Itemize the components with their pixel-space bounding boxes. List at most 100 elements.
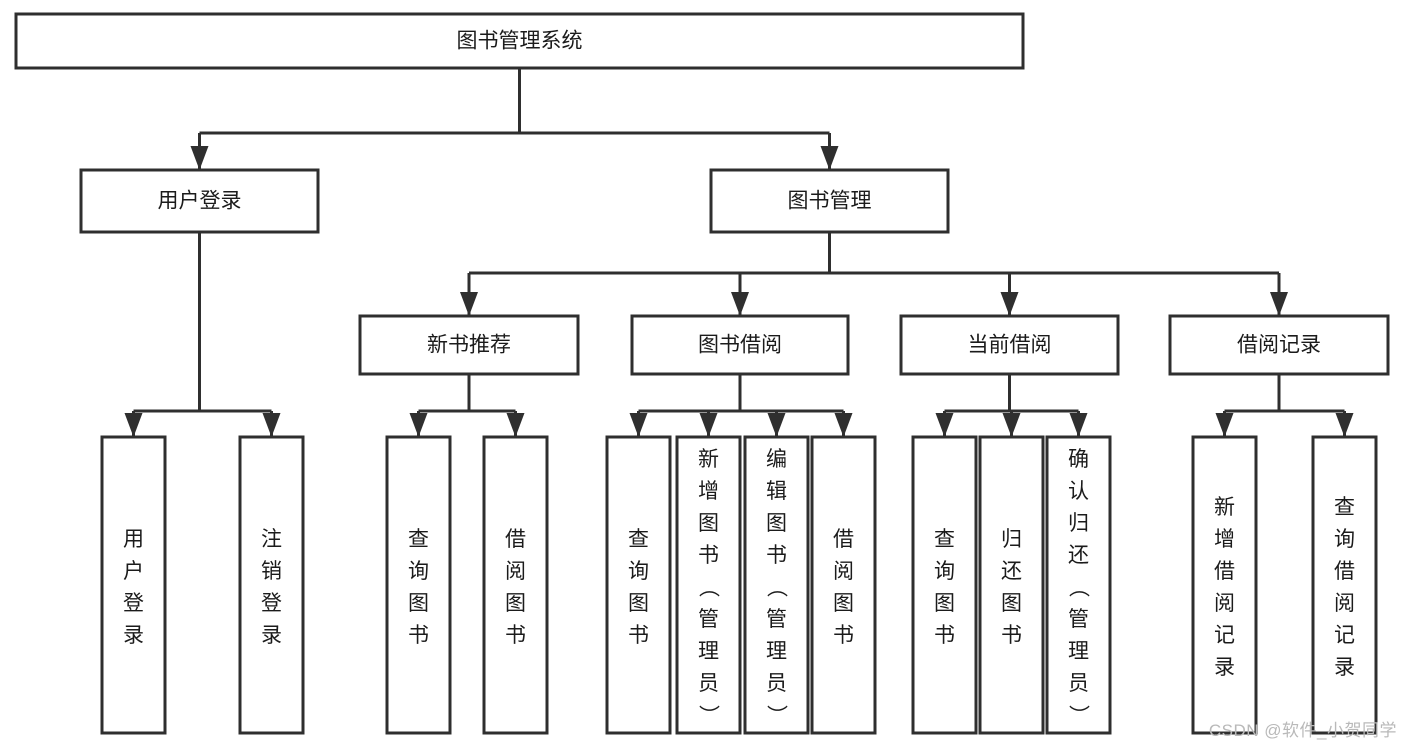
node-label-char: 图 (628, 592, 649, 615)
node-label-char: 询 (1334, 528, 1355, 551)
node-label-char: 书 (698, 544, 719, 567)
arrow-head-icon (124, 413, 143, 437)
node-label-char: 用 (123, 528, 144, 551)
node-box[interactable] (1311, 435, 1378, 735)
arrow-head-icon (767, 413, 786, 437)
node-box[interactable] (743, 435, 810, 735)
node-label-char: 录 (1214, 656, 1235, 679)
node-box[interactable] (810, 435, 877, 735)
node-label-char: 阅 (1334, 592, 1355, 615)
node-label: 当前借阅 (968, 334, 1052, 357)
diagram-node[interactable]: 图书借阅 (630, 314, 850, 376)
node-label-char: ） (765, 705, 788, 726)
node-label-char: 新 (1214, 496, 1235, 519)
node-label-char: 图 (833, 592, 854, 615)
node-label-char: 记 (1214, 624, 1235, 647)
node-label: 新书推荐 (427, 334, 511, 357)
node-label-char: 理 (766, 640, 787, 663)
node-label-char: 阅 (833, 560, 854, 583)
node-box[interactable] (605, 435, 672, 735)
node-label-char: 户 (123, 560, 144, 583)
node-box[interactable] (675, 435, 742, 735)
node-box[interactable] (385, 435, 452, 735)
node-box[interactable] (79, 168, 320, 234)
node-label-char: 书 (408, 624, 429, 647)
node-box[interactable] (1191, 435, 1258, 735)
node-label-char: 查 (628, 528, 649, 551)
diagram-node[interactable]: 用户登录 (100, 435, 167, 735)
node-label-char: 新 (698, 448, 719, 471)
node-label-char: （ (765, 577, 788, 598)
node-label-char: 归 (1001, 528, 1022, 551)
node-label-char: 询 (934, 560, 955, 583)
node-label-char: 员 (766, 672, 787, 695)
node-label-char: 图 (408, 592, 429, 615)
diagram-node[interactable]: 当前借阅 (899, 314, 1120, 376)
node-label: 图书借阅 (698, 334, 782, 357)
node-label-char: 书 (628, 624, 649, 647)
diagram-node[interactable]: 新书推荐 (358, 314, 580, 376)
node-label-char: 书 (1001, 624, 1022, 647)
node-label-char: 确 (1068, 448, 1089, 471)
node-label-char: 书 (505, 624, 526, 647)
node-label-char: 图 (934, 592, 955, 615)
node-label-char: 注 (261, 528, 282, 551)
node-box[interactable] (238, 435, 305, 735)
nodes: 图书管理系统用户登录图书管理新书推荐图书借阅当前借阅借阅记录用户登录注销登录查询… (14, 12, 1390, 735)
arrow-head-icon (1270, 292, 1288, 316)
node-box[interactable] (1168, 314, 1390, 376)
arrow-head-icon (731, 292, 749, 316)
node-box[interactable] (14, 12, 1025, 70)
arrow-head-icon (1335, 413, 1354, 437)
node-box[interactable] (911, 435, 978, 735)
node-box[interactable] (1045, 435, 1112, 735)
node-label-char: 录 (123, 624, 144, 647)
node-label-char: 员 (698, 672, 719, 695)
arrow-head-icon (190, 146, 209, 170)
arrow-head-icon (629, 413, 648, 437)
node-label: 图书管理系统 (457, 30, 583, 53)
node-box[interactable] (358, 314, 580, 376)
node-label-char: 员 (1068, 672, 1089, 695)
node-label-char: 理 (1068, 640, 1089, 663)
arrow-head-icon (1215, 413, 1234, 437)
arrow-head-icon (1000, 292, 1019, 316)
node-label-char: 查 (1334, 496, 1355, 519)
node-label-char: 还 (1068, 544, 1089, 567)
node-box[interactable] (899, 314, 1120, 376)
node-box[interactable] (978, 435, 1045, 735)
arrow-head-icon (834, 413, 853, 437)
node-label-char: 阅 (1214, 592, 1235, 615)
node-label-char: 借 (1214, 560, 1235, 583)
node-label-char: 借 (505, 528, 526, 551)
node-label-char: （ (1067, 577, 1090, 598)
diagram-node[interactable]: 图书管理系统 (14, 12, 1025, 70)
diagram-node[interactable]: 借阅记录 (1168, 314, 1390, 376)
diagram-node[interactable]: 图书管理 (709, 168, 950, 234)
node-box[interactable] (630, 314, 850, 376)
node-label-char: 图 (505, 592, 526, 615)
node-label-char: 图 (1001, 592, 1022, 615)
node-box[interactable] (100, 435, 167, 735)
node-label: 图书管理 (788, 190, 872, 213)
node-label-char: 查 (408, 528, 429, 551)
diagram-node[interactable]: 用户登录 (79, 168, 320, 234)
node-box[interactable] (709, 168, 950, 234)
node-label-char: 登 (261, 592, 282, 615)
arrow-head-icon (820, 146, 839, 170)
node-box[interactable] (482, 435, 549, 735)
